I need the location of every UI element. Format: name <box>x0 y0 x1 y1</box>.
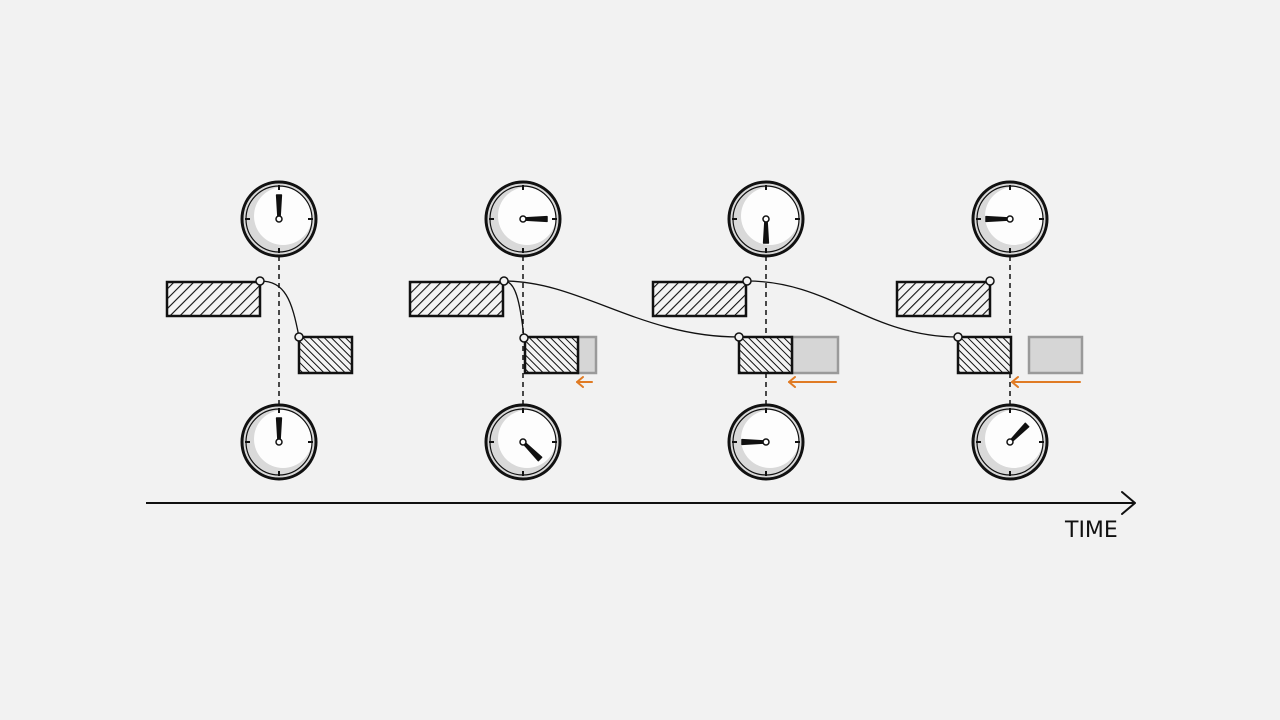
time-axis: TIME <box>146 491 1136 543</box>
task-block-small <box>737 335 794 375</box>
task-block-large <box>895 280 992 318</box>
connector-node <box>953 332 963 342</box>
ghost-block <box>790 335 840 375</box>
connector-node <box>294 332 304 342</box>
clock-highlight <box>498 187 556 245</box>
connector-node <box>985 276 995 286</box>
connector-node <box>499 276 509 286</box>
connectors <box>255 276 995 343</box>
ghost-block <box>1027 335 1084 375</box>
clock-center-pin <box>275 215 283 223</box>
clock-center-pin <box>762 438 770 446</box>
clock-highlight <box>254 187 312 245</box>
shift-arrow-icon <box>1011 376 1019 388</box>
dependency-curve <box>503 280 525 339</box>
task-block-large <box>651 280 748 318</box>
clock-center-pin <box>1006 215 1014 223</box>
clock-center-pin <box>519 438 527 446</box>
connector-node <box>734 332 744 342</box>
shift-arrow-icon <box>788 376 796 388</box>
task-block-small <box>956 335 1013 375</box>
task-block-small <box>523 335 580 375</box>
top-clock-icon <box>727 180 805 258</box>
bottom-clock-icon <box>240 403 318 481</box>
dependency-curve <box>503 280 740 338</box>
bottom-clock-icon <box>971 403 1049 481</box>
stage-2 <box>408 180 598 481</box>
time-axis-label: TIME <box>1064 518 1118 543</box>
top-clock-icon <box>971 180 1049 258</box>
clock-highlight <box>741 187 799 245</box>
connector-node <box>255 276 265 286</box>
task-block-large <box>408 280 505 318</box>
dependency-curve <box>746 280 959 338</box>
clock-center-pin <box>275 438 283 446</box>
stage-3 <box>651 180 840 481</box>
top-clock-icon <box>240 180 318 258</box>
clock-center-pin <box>519 215 527 223</box>
clock-center-pin <box>1006 438 1014 446</box>
task-block-small <box>297 335 354 375</box>
clock-highlight <box>498 410 556 468</box>
clock-highlight <box>741 410 799 468</box>
stage-1 <box>165 180 354 481</box>
bottom-clock-icon <box>727 403 805 481</box>
stage-4 <box>895 180 1084 481</box>
bottom-clock-icon <box>484 403 562 481</box>
task-block-large <box>165 280 262 318</box>
clock-highlight <box>985 187 1043 245</box>
top-clock-icon <box>484 180 562 258</box>
connector-node <box>742 276 752 286</box>
clock-highlight <box>254 410 312 468</box>
clock-center-pin <box>762 215 770 223</box>
shift-arrow-icon <box>576 376 584 388</box>
connector-node <box>519 333 529 343</box>
ghost-block <box>576 335 598 375</box>
dependency-curve <box>259 280 300 338</box>
time-axis-arrowhead-icon <box>1121 491 1136 515</box>
